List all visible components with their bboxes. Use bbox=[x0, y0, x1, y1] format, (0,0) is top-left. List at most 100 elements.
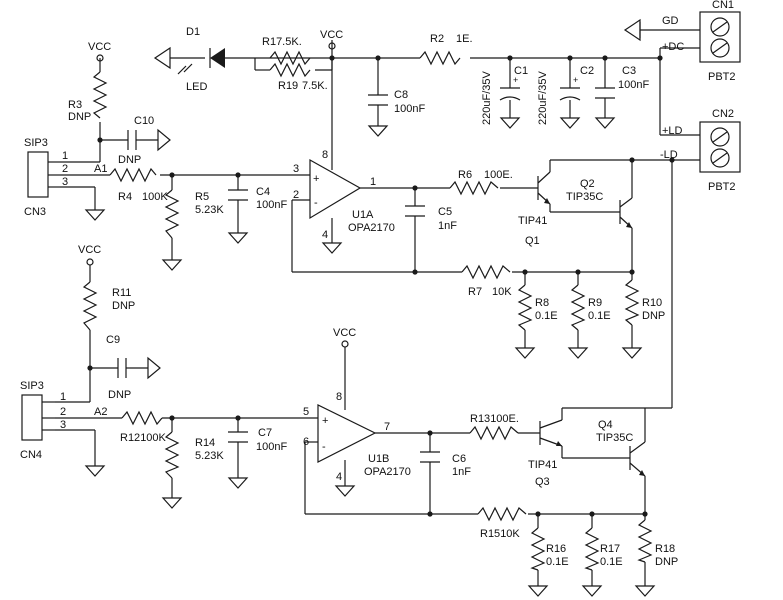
svg-text:+: + bbox=[313, 173, 319, 185]
svg-text:CN3: CN3 bbox=[24, 206, 46, 218]
svg-text:R8: R8 bbox=[535, 297, 549, 309]
svg-text:5.23K: 5.23K bbox=[195, 450, 224, 462]
svg-text:A1: A1 bbox=[94, 163, 107, 175]
svg-text:220uF/35V: 220uF/35V bbox=[481, 71, 493, 125]
svg-text:VCC: VCC bbox=[333, 327, 356, 339]
svg-text:7: 7 bbox=[384, 421, 390, 433]
svg-text:Q2: Q2 bbox=[580, 178, 595, 190]
svg-text:Q3: Q3 bbox=[535, 476, 550, 488]
svg-text:R11: R11 bbox=[112, 287, 131, 299]
svg-text:VCC: VCC bbox=[78, 244, 101, 256]
svg-text:5: 5 bbox=[303, 406, 309, 418]
svg-text:GD: GD bbox=[662, 15, 679, 27]
svg-text:1E.: 1E. bbox=[456, 33, 473, 45]
svg-text:C7: C7 bbox=[258, 427, 272, 439]
junctions bbox=[87, 55, 675, 517]
svg-text:0.1E: 0.1E bbox=[600, 556, 623, 568]
svg-text:1: 1 bbox=[62, 150, 68, 162]
resistor-r5: R5 5.23K bbox=[164, 189, 224, 239]
svg-text:OPA2170: OPA2170 bbox=[364, 466, 411, 478]
svg-text:100nF: 100nF bbox=[618, 79, 649, 91]
resistor-r13: R13100E. bbox=[469, 413, 519, 441]
svg-text:R3: R3 bbox=[68, 99, 82, 111]
svg-text:R17: R17 bbox=[600, 543, 620, 555]
connector-cn1: CN1 PBT2 GD +DC bbox=[662, 0, 741, 83]
svg-text:R17.5K.: R17.5K. bbox=[262, 36, 302, 48]
capacitor-c6: C6 1nF bbox=[420, 451, 471, 478]
resistor-r19: R19 7.5K. bbox=[269, 62, 328, 92]
capacitor-c9: C9 DNP bbox=[106, 334, 131, 401]
svg-text:C2: C2 bbox=[580, 65, 594, 77]
svg-text:2: 2 bbox=[293, 189, 299, 201]
vcc-symbol-top: VCC bbox=[320, 29, 343, 50]
svg-text:+DC: +DC bbox=[662, 41, 684, 53]
svg-text:TIP35C: TIP35C bbox=[566, 191, 603, 203]
vcc-symbol-u1b: VCC bbox=[333, 327, 356, 348]
resistor-r9: R9 0.1E bbox=[570, 284, 611, 331]
ground-c10 bbox=[140, 128, 171, 152]
svg-text:R18: R18 bbox=[655, 543, 675, 555]
vcc-symbol-ch2: VCC bbox=[78, 244, 101, 266]
connector-cn2: CN2 PBT2 +LD -LD bbox=[660, 108, 741, 193]
svg-text:DNP: DNP bbox=[655, 556, 678, 568]
svg-text:C1: C1 bbox=[514, 65, 528, 77]
svg-text:R7: R7 bbox=[468, 286, 482, 298]
resistor-r3: R3 DNP bbox=[68, 71, 108, 123]
svg-text:1: 1 bbox=[370, 176, 376, 188]
svg-text:R1510K: R1510K bbox=[480, 528, 520, 540]
transistor-q3: TIP41 Q3 bbox=[528, 419, 563, 488]
resistor-r6: R6 100E. bbox=[449, 169, 513, 196]
svg-text:C6: C6 bbox=[452, 453, 466, 465]
svg-text:7.5K.: 7.5K. bbox=[302, 80, 328, 92]
svg-text:SIP3: SIP3 bbox=[20, 380, 44, 392]
svg-text:-: - bbox=[322, 441, 326, 453]
transistor-q2: Q2 TIP35C bbox=[566, 178, 633, 229]
resistor-r15: R1510K bbox=[477, 506, 527, 540]
svg-text:R16: R16 bbox=[546, 543, 566, 555]
svg-text:R2: R2 bbox=[430, 33, 444, 45]
capacitor-c10: C10 DNP bbox=[118, 115, 154, 166]
svg-text:3: 3 bbox=[60, 419, 66, 431]
capacitor-c1: + C1 220uF/35V bbox=[481, 65, 528, 125]
svg-text:CN2: CN2 bbox=[712, 108, 734, 120]
svg-text:1nF: 1nF bbox=[438, 220, 457, 232]
svg-text:Q1: Q1 bbox=[525, 235, 540, 247]
svg-text:100nF: 100nF bbox=[256, 199, 287, 211]
connector-cn3: SIP3 CN3 1 2 3 A1 bbox=[24, 137, 107, 218]
capacitor-c7: C7 100nF bbox=[228, 427, 287, 453]
resistor-r14: R14 5.23K bbox=[164, 431, 224, 479]
svg-text:DNP: DNP bbox=[68, 111, 91, 123]
svg-text:DNP: DNP bbox=[112, 300, 135, 312]
resistor-r17: R17 0.1E bbox=[584, 527, 623, 571]
transistor-q1: TIP41 Q1 bbox=[518, 171, 551, 247]
svg-text:4: 4 bbox=[336, 471, 342, 483]
svg-text:C9: C9 bbox=[106, 334, 120, 346]
opamp-u1b: + - 5 6 7 8 4 U1B OPA2170 bbox=[303, 391, 411, 483]
resistor-r12: R12100K bbox=[120, 410, 167, 444]
capacitor-c2: + C2 220uF/35V bbox=[537, 65, 594, 125]
svg-text:U1B: U1B bbox=[368, 453, 389, 465]
svg-text:R19: R19 bbox=[278, 80, 298, 92]
resistor-r11: R11 DNP bbox=[82, 281, 135, 331]
svg-text:CN4: CN4 bbox=[20, 449, 42, 461]
svg-text:+: + bbox=[513, 75, 518, 85]
svg-text:100nF: 100nF bbox=[394, 103, 425, 115]
resistor-r16: R16 0.1E bbox=[530, 527, 569, 571]
vcc-symbol-ch1: VCC bbox=[88, 41, 111, 62]
svg-text:DNP: DNP bbox=[108, 389, 131, 401]
svg-text:CN1: CN1 bbox=[712, 0, 734, 11]
svg-text:PBT2: PBT2 bbox=[708, 181, 736, 193]
led-d1: D1 LED bbox=[153, 26, 225, 93]
svg-text:100K: 100K bbox=[142, 191, 168, 203]
svg-text:VCC: VCC bbox=[88, 41, 111, 53]
svg-text:C4: C4 bbox=[256, 186, 270, 198]
svg-text:TIP35C: TIP35C bbox=[596, 432, 633, 444]
svg-text:DNP: DNP bbox=[642, 310, 665, 322]
resistor-r2: R2 1E. bbox=[419, 33, 473, 66]
svg-text:DNP: DNP bbox=[118, 154, 141, 166]
svg-text:VCC: VCC bbox=[320, 29, 343, 41]
svg-text:1: 1 bbox=[60, 391, 66, 403]
svg-text:TIP41: TIP41 bbox=[518, 215, 547, 227]
svg-text:8: 8 bbox=[336, 391, 342, 403]
svg-text:R13100E.: R13100E. bbox=[470, 413, 519, 425]
